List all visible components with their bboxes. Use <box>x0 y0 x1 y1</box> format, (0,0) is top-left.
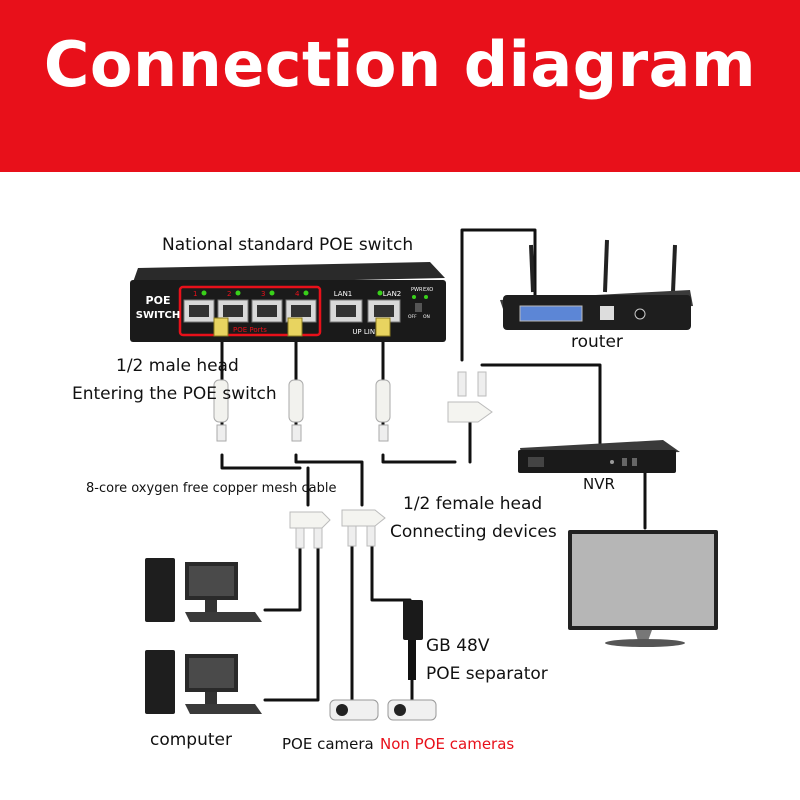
poe-switch: POE SWITCH 1 2 3 4 POE Ports LAN1 LAN2 UP L… <box>130 262 446 342</box>
poe-port-socket <box>291 305 311 317</box>
uplink-ports <box>329 299 401 323</box>
poe-port-number: 4 <box>295 290 300 298</box>
computer-2 <box>145 650 262 714</box>
poe-port-frame <box>178 285 322 337</box>
computer-1 <box>145 558 262 622</box>
poe-port-led <box>303 290 309 296</box>
poe-port-number: 1 <box>193 290 197 298</box>
cable-label: 8-core oxygen free copper mesh cable <box>86 481 337 496</box>
nvr-body <box>518 450 676 473</box>
lan2-label: LAN2 <box>383 290 402 298</box>
cable-to-separator <box>370 538 412 602</box>
male-head-label-1: 1/2 male head <box>116 356 239 376</box>
poe-camera-device <box>329 699 379 721</box>
router <box>500 239 693 330</box>
plug-port3 <box>287 317 303 337</box>
computer-label: computer <box>150 730 232 750</box>
male-splitters <box>213 379 391 442</box>
on-label: ON <box>423 314 430 320</box>
cable-to-pc1 <box>263 543 302 612</box>
female-splitter-router <box>447 371 493 423</box>
poe-port-number: 3 <box>261 290 265 298</box>
router-label: router <box>571 332 623 352</box>
poe-ports-label: POE Ports <box>233 326 267 334</box>
separator-label-2: POE separator <box>426 664 548 684</box>
plug-port1 <box>213 317 229 337</box>
switch-brand-line2: SWITCH <box>136 310 180 321</box>
pwr-label: PWR <box>411 287 423 293</box>
poe-separator <box>403 600 423 680</box>
page-title: Connection diagram <box>43 28 757 101</box>
plug-lan1 <box>375 317 391 337</box>
male-head-label-2: Entering the POE switch <box>72 384 277 404</box>
poe-port-socket <box>189 305 209 317</box>
nvr-label: NVR <box>583 475 615 493</box>
female-splitter-1 <box>289 511 331 529</box>
poe-port-led <box>201 290 207 296</box>
female-head-label-1: 1/2 female head <box>403 494 543 514</box>
poe-port-led <box>235 290 241 296</box>
monitor <box>568 530 718 647</box>
male-splitter-2 <box>288 379 304 423</box>
male-splitter-1 <box>213 379 229 423</box>
cable-router-link <box>460 228 537 362</box>
poe-ports: 1 2 3 4 <box>183 290 317 323</box>
poe-port-socket <box>223 305 243 317</box>
male-splitter-3 <box>375 379 391 423</box>
non-poe-cameras-label: Non POE cameras <box>380 735 515 753</box>
dip-switch <box>415 303 422 312</box>
female-splitters <box>289 509 386 549</box>
non-poe-camera-device <box>387 699 437 721</box>
header-banner <box>0 0 800 172</box>
poe-port-number: 2 <box>227 290 231 298</box>
lan1-label: LAN1 <box>334 290 353 298</box>
poe-switch-title: National standard POE switch <box>162 235 414 255</box>
switch-top <box>132 262 445 285</box>
ext-label: EXO <box>423 287 433 293</box>
nvr <box>518 440 680 473</box>
poe-port-socket <box>257 305 277 317</box>
switch-plugs <box>213 317 391 337</box>
router-ports <box>519 305 583 322</box>
off-label: OFF <box>408 314 417 320</box>
female-head-label-2: Connecting devices <box>390 522 557 542</box>
cables <box>220 228 647 712</box>
uplink-label: UP LINK <box>352 328 380 336</box>
poe-camera-label: POE camera <box>282 735 374 753</box>
cable-mesh-run <box>220 453 457 507</box>
lan2-led <box>377 290 383 296</box>
separator-label-1: GB 48V <box>426 636 490 656</box>
pwr-led <box>412 295 416 299</box>
poe-port-led <box>269 290 275 296</box>
cable-to-pc2 <box>263 543 320 702</box>
female-splitter-2 <box>341 509 386 527</box>
switch-brand-line1: POE <box>146 294 171 307</box>
cable-nvr-link <box>480 363 602 447</box>
ext-led <box>424 295 428 299</box>
